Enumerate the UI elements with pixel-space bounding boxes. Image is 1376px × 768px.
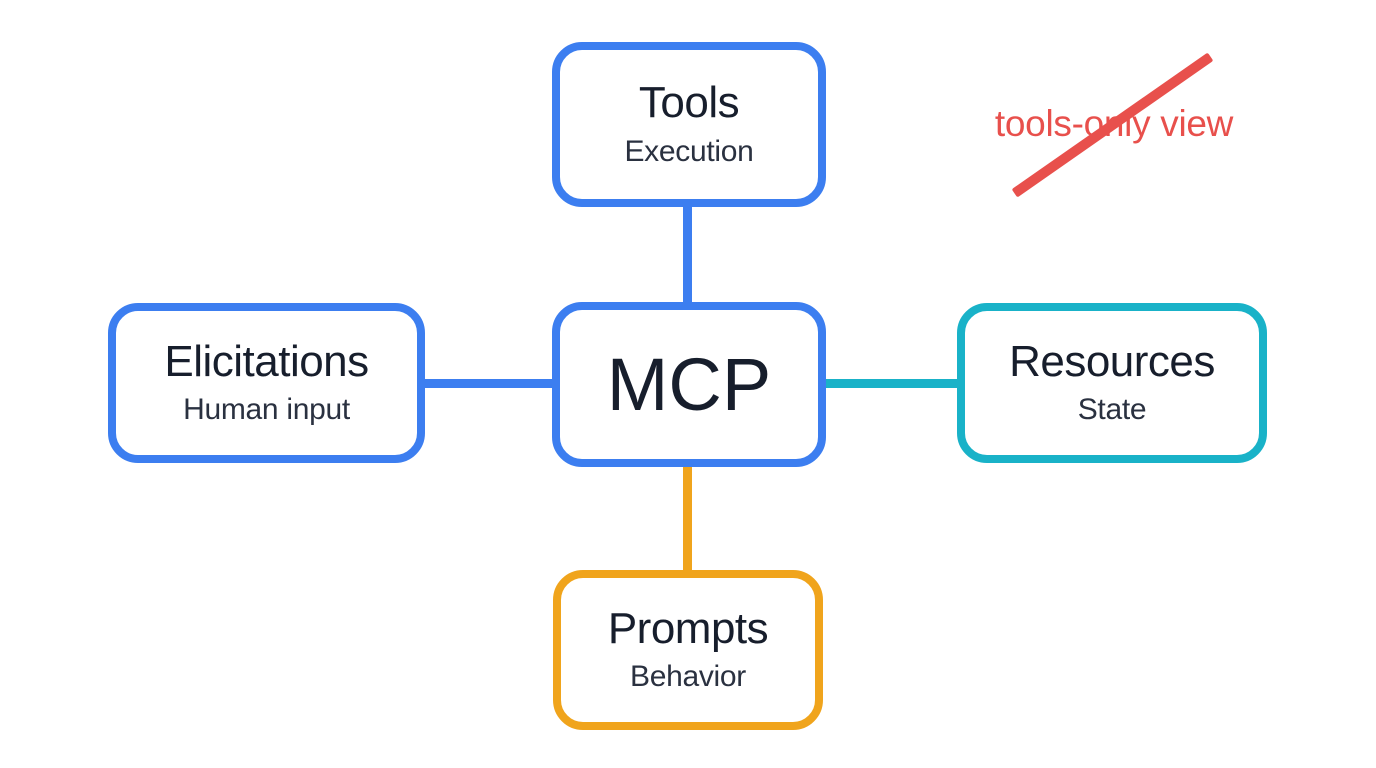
node-tools: Tools Execution bbox=[552, 42, 826, 207]
node-mcp-title: MCP bbox=[606, 342, 772, 426]
node-resources-title: Resources bbox=[1009, 336, 1215, 386]
node-resources-subtitle: State bbox=[1077, 393, 1147, 427]
node-prompts-title: Prompts bbox=[607, 603, 769, 653]
node-elicitations-subtitle: Human input bbox=[183, 393, 350, 427]
connector-mcp-prompts bbox=[683, 462, 692, 576]
connector-mcp-resources bbox=[820, 379, 962, 388]
node-tools-title: Tools bbox=[638, 78, 740, 128]
node-tools-subtitle: Execution bbox=[624, 134, 754, 168]
node-prompts-subtitle: Behavior bbox=[629, 660, 746, 694]
node-resources: Resources State bbox=[957, 303, 1267, 463]
node-elicitations: Elicitations Human input bbox=[108, 303, 425, 463]
connector-mcp-tools bbox=[683, 200, 692, 308]
node-elicitations-title: Elicitations bbox=[164, 336, 369, 386]
node-prompts: Prompts Behavior bbox=[553, 570, 823, 730]
connector-mcp-elicitations bbox=[420, 379, 558, 388]
node-mcp: MCP bbox=[552, 302, 826, 467]
